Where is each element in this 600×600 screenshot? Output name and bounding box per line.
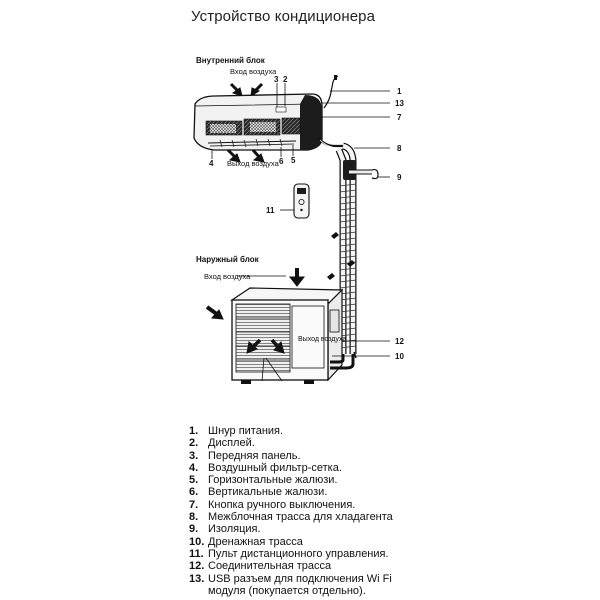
legend-number: 11. xyxy=(189,547,204,560)
insulation-sleeve xyxy=(343,160,379,180)
outdoor-air-in-label: Вход воздуха xyxy=(204,272,251,281)
callout-numbers: 3 2 1 13 7 8 9 4 6 5 11 12 10 xyxy=(209,75,404,361)
callout-2: 2 xyxy=(283,75,288,84)
legend-item: 5. Горизонтальные жалюзи. xyxy=(189,474,393,486)
outdoor-air-out-label: Выход воздуха xyxy=(298,336,346,343)
callout-11: 11 xyxy=(266,206,275,215)
legend-number: 1. xyxy=(189,425,199,437)
outdoor-air-in-arrow xyxy=(288,268,306,287)
pipe-wall-clips xyxy=(327,232,355,280)
callout-6: 6 xyxy=(279,157,284,166)
indoor-callout-leaders xyxy=(211,83,390,159)
page-title: Устройство кондиционера xyxy=(191,8,376,25)
power-plug xyxy=(334,75,337,80)
right-callout-leaders xyxy=(332,147,390,357)
legend-text: Дисплей. xyxy=(208,437,255,450)
remote-control xyxy=(293,183,310,219)
legend-item: 7. Кнопка ручного выключения. xyxy=(189,499,393,511)
callout-7: 7 xyxy=(397,113,402,122)
legend-text: USB разъем для подключения Wi Fi модуля … xyxy=(208,572,392,597)
legend-item: 10.Дренажная трасса xyxy=(189,536,393,548)
legend-text: Дренажная трасса xyxy=(208,535,303,548)
legend-text: Вертикальные жалюзи. xyxy=(208,486,328,499)
outdoor-connection xyxy=(330,351,357,370)
outdoor-side-air-in-arrow xyxy=(205,305,224,320)
indoor-unit xyxy=(193,93,323,151)
legend-number: 5. xyxy=(189,474,199,487)
legend-text: Изоляция. xyxy=(208,523,261,536)
indoor-pipe-connection xyxy=(317,137,344,148)
legend-number: 9. xyxy=(189,523,199,536)
legend-item: 9. Изоляция. xyxy=(189,523,393,535)
legend-text: Воздушный фильтр-сетка. xyxy=(208,461,342,474)
legend-number: 8. xyxy=(189,511,199,524)
legend-item: 12.Соединительная трасса xyxy=(189,560,393,572)
legend-text: Передняя панель. xyxy=(208,449,301,462)
legend-number: 10. xyxy=(189,535,205,548)
legend-text: Кнопка ручного выключения. xyxy=(208,498,356,511)
legend-text: Межблочная трасса для хладагента xyxy=(208,511,393,524)
legend-text: Пульт дистанционного управления. xyxy=(208,547,389,560)
indoor-air-in-arrows xyxy=(229,82,264,97)
legend-number: 4. xyxy=(189,461,199,474)
outdoor-air-out-leaders xyxy=(261,357,283,382)
legend-item: 3. Передняя панель. xyxy=(189,450,393,462)
legend-item: 1. Шнур питания. xyxy=(189,425,393,437)
legend-item: 2. Дисплей. xyxy=(189,437,393,449)
legend-number: 7. xyxy=(189,498,199,511)
legend-list: 1. Шнур питания. 2. Дисплей. 3. Передняя пане… xyxy=(189,425,393,597)
callout-12: 12 xyxy=(395,337,404,346)
legend-text: Соединительная трасса xyxy=(208,560,332,573)
indoor-air-out-arrows xyxy=(226,148,265,163)
indoor-unit-heading: Внутренний блок xyxy=(196,56,266,65)
legend-item: 11. Пульт дистанционного управления. xyxy=(189,548,393,560)
legend-item: 8. Межблочная трасса для хладагента xyxy=(189,511,393,523)
indoor-air-out-label: Выход воздуха xyxy=(227,159,280,168)
callout-1: 1 xyxy=(397,87,402,96)
legend-number: 12. xyxy=(189,560,205,573)
legend-item: 6. Вертикальные жалюзи. xyxy=(189,486,393,498)
legend-number: 2. xyxy=(189,437,199,450)
indoor-air-in-label: Вход воздуха xyxy=(230,67,277,76)
legend-number: 6. xyxy=(189,486,199,499)
outdoor-unit-heading: Наружный блок xyxy=(196,255,260,264)
legend-item: 13.USB разъем для подключения Wi Fi моду… xyxy=(189,573,393,598)
callout-3: 3 xyxy=(274,75,279,84)
outdoor-unit xyxy=(230,287,344,384)
callout-4: 4 xyxy=(209,159,214,168)
outdoor-air-out-arrows xyxy=(246,338,285,354)
callout-13: 13 xyxy=(395,99,404,108)
legend-text: Шнур питания. xyxy=(208,425,284,437)
legend-text: Горизонтальные жалюзи. xyxy=(208,474,338,487)
callout-8: 8 xyxy=(397,144,402,153)
legend-item: 4. Воздушный фильтр-сетка. xyxy=(189,462,393,474)
callout-5: 5 xyxy=(291,156,296,165)
legend-number: 3. xyxy=(189,449,199,462)
callout-9: 9 xyxy=(397,173,402,182)
legend-number: 13. xyxy=(189,572,205,585)
callout-10: 10 xyxy=(395,352,404,361)
